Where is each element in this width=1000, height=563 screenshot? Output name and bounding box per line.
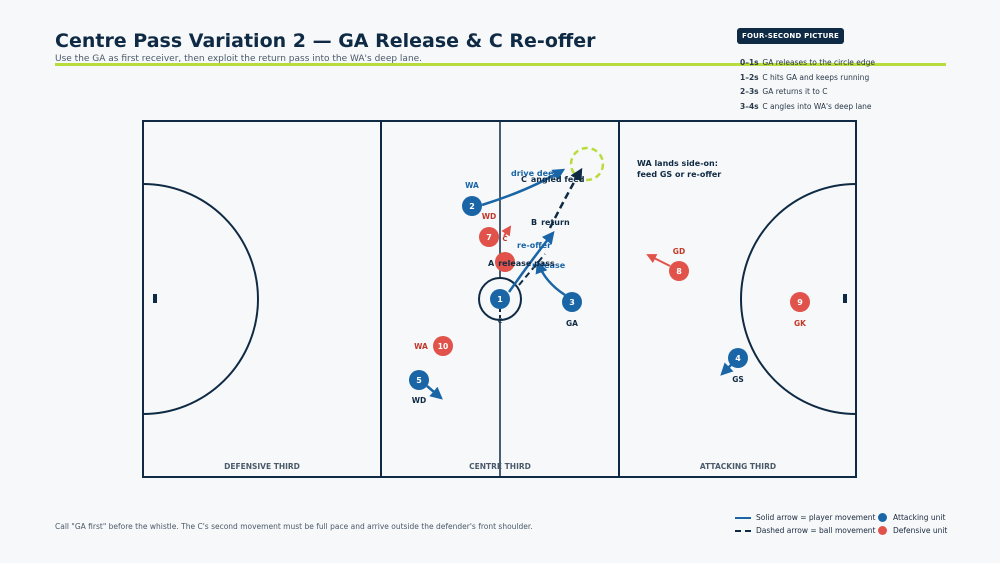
- player-attack-5: 5 WD: [409, 370, 429, 405]
- solid-line-swatch: [735, 516, 751, 519]
- player-number: 9: [797, 298, 803, 307]
- player-number: 1: [497, 295, 503, 304]
- timeline-item: 1–2s C hits GA and keeps running: [740, 73, 875, 88]
- shooting-circle-right: [740, 183, 857, 415]
- player-attack-2: 2 WA: [462, 181, 482, 216]
- player-number: 7: [486, 233, 492, 242]
- timeline-time: 0–1s: [740, 58, 759, 67]
- legend-attack-text: Attacking unit: [893, 513, 946, 522]
- timeline-list: 0–1s GA releases to the circle edge 1–2s…: [740, 58, 875, 116]
- legend-defence: Defensive unit: [878, 526, 947, 535]
- player-number: 8: [676, 267, 682, 276]
- timeline-text: GA returns it to C: [762, 87, 828, 96]
- legend-dashed: Dashed arrow = ball movement: [735, 526, 876, 535]
- court-note: WA lands side-on: feed GS or re-offer: [637, 159, 721, 179]
- player-label: GA: [566, 319, 578, 328]
- step-text: return: [541, 218, 570, 227]
- page-subtitle: Use the GA as first receiver, then explo…: [55, 54, 423, 64]
- player-number: 10: [438, 342, 448, 351]
- third-label-centre: CENTRE THIRD: [469, 462, 531, 471]
- player-number: 4: [735, 354, 741, 363]
- timeline-text: GA releases to the circle edge: [762, 58, 876, 67]
- defence-dot-icon: [878, 526, 887, 535]
- angled-feed-ball-arrow: [548, 167, 583, 229]
- drive-deep-label: drive deep: [511, 169, 559, 178]
- player-number: 2: [469, 202, 475, 211]
- player-label: GS: [732, 375, 744, 384]
- coaching-note: Call "GA first" before the whistle. The …: [55, 522, 533, 531]
- ga-release-arrow: [535, 260, 566, 297]
- player-label: WD: [412, 396, 427, 405]
- player-label: WA: [465, 181, 479, 190]
- legend-dashed-text: Dashed arrow = ball movement: [756, 526, 876, 535]
- accent-rule: [55, 63, 946, 66]
- step-text: angled feed: [531, 175, 585, 184]
- goal-post-left: [153, 294, 157, 303]
- player-defence-7: 7 C: [479, 227, 508, 247]
- player-number: 5: [416, 376, 422, 385]
- defender-wd-marker: [495, 252, 515, 272]
- court-note-line: WA lands side-on:: [637, 159, 718, 168]
- player-label: C: [502, 235, 507, 243]
- timeline-time: 1–2s: [740, 72, 759, 82]
- player-label-defence-wd: WD: [482, 212, 497, 221]
- c-defender-arrow: [501, 225, 512, 237]
- wa-drive-deep-arrow: [481, 168, 566, 207]
- legend-defence-text: Defensive unit: [893, 526, 948, 535]
- timeline-item: 3–4s C angles into WA's deep lane: [740, 102, 875, 117]
- feed-target-zone: [569, 146, 605, 182]
- step-letter: B: [531, 218, 537, 227]
- player-defence-9: 9 GK: [790, 292, 810, 328]
- player-attack-1: 1: [490, 289, 510, 309]
- gd-movement-arrow: [646, 254, 671, 267]
- c-re-offer-arrow: [507, 231, 555, 293]
- legend-solid: Solid arrow = player movement: [735, 513, 875, 522]
- player-defence-8: 8 GD: [669, 247, 689, 281]
- step-letter: A: [488, 259, 495, 268]
- re-offer-label: re-offer: [517, 241, 551, 250]
- shooting-circle-left: [142, 183, 259, 415]
- player-attack-3: 3 GA: [562, 292, 582, 328]
- goal-post-right: [843, 294, 847, 303]
- dashed-line-swatch: [735, 529, 751, 532]
- timeline-time: 3–4s: [740, 101, 759, 111]
- player-number: 3: [569, 298, 575, 307]
- return-ball-arrow: [518, 253, 546, 286]
- player-defence-10: 10 WA: [414, 336, 453, 356]
- third-label-attacking: ATTACKING THIRD: [700, 462, 776, 471]
- timeline-item: 2–3s GA returns it to C: [740, 87, 875, 102]
- player-label: GD: [673, 247, 685, 256]
- release-label: release: [532, 261, 566, 270]
- timeline-badge: FOUR-SECOND PICTURE: [737, 28, 845, 44]
- player-label: WA: [414, 342, 428, 351]
- timeline-time: 2–3s: [740, 87, 759, 96]
- timeline-item: 0–1s GA releases to the circle edge: [740, 58, 875, 73]
- legend-attack: Attacking unit: [878, 513, 945, 522]
- player-attack-4: 4 GS: [728, 348, 748, 384]
- step-letter: C: [521, 175, 527, 184]
- step-text: release pass: [498, 259, 555, 268]
- player-label: GK: [794, 319, 807, 328]
- gs-movement-arrow: [720, 362, 734, 376]
- page-title: Centre Pass Variation 2 — GA Release & C…: [55, 30, 596, 52]
- court-note-line: feed GS or re-offer: [637, 170, 721, 179]
- centre-circle-label: C: [498, 317, 503, 325]
- attack-dot-icon: [878, 513, 887, 522]
- timeline-text: C hits GA and keeps running: [762, 72, 870, 82]
- legend-solid-text: Solid arrow = player movement: [756, 513, 876, 522]
- wd-movement-arrow: [426, 385, 443, 400]
- third-label-defensive: DEFENSIVE THIRD: [224, 462, 300, 471]
- timeline-text: C angles into WA's deep lane: [762, 101, 872, 111]
